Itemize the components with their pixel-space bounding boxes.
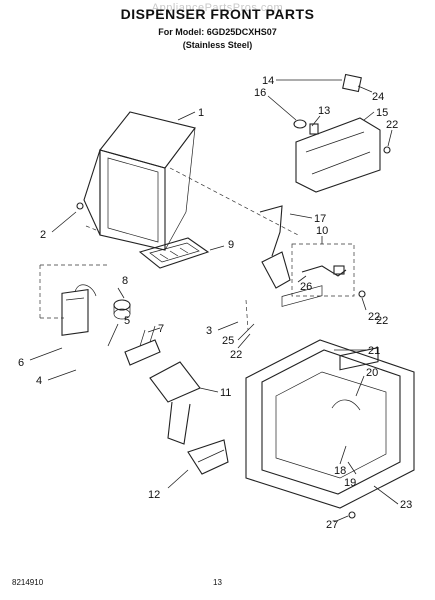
callout-16: 16 xyxy=(254,87,266,99)
callout-17: 17 xyxy=(314,213,326,225)
part-cylinder xyxy=(113,299,131,320)
callout-22-b: 22 xyxy=(376,315,388,327)
part-front-panel xyxy=(245,285,415,509)
watermark: AppliancePartsPros.com xyxy=(151,2,284,14)
document-number: 8214910 xyxy=(12,578,44,587)
callout-1: 1 xyxy=(198,107,204,119)
callout-2: 2 xyxy=(40,229,46,241)
callout-6: 6 xyxy=(18,357,24,369)
callout-21: 21 xyxy=(368,345,380,357)
part-switch-bracket xyxy=(291,243,355,297)
callout-22-a: 22 xyxy=(386,119,398,131)
model-line: For Model: 6GD25DCXHS07 xyxy=(158,27,277,37)
callout-12: 12 xyxy=(148,489,160,501)
part-dispenser-housing xyxy=(83,111,196,251)
callout-15: 15 xyxy=(376,107,388,119)
callout-13: 13 xyxy=(318,105,330,117)
callout-14: 14 xyxy=(262,75,274,87)
callout-25: 25 xyxy=(222,335,234,347)
callout-27: 27 xyxy=(326,519,338,531)
callout-4: 4 xyxy=(36,375,42,387)
callout-10: 10 xyxy=(316,225,328,237)
page-number: 13 xyxy=(213,578,222,587)
callout-3: 3 xyxy=(206,325,212,337)
callout-20: 20 xyxy=(366,367,378,379)
page-title: DISPENSER FRONT PARTS xyxy=(120,6,315,22)
callout-22-d: 22 xyxy=(368,311,380,323)
part-upper-bracket xyxy=(295,117,381,193)
part-actuator-module xyxy=(61,284,97,336)
callout-7: 7 xyxy=(158,323,164,335)
callout-8: 8 xyxy=(122,275,128,287)
part-ice-paddle xyxy=(149,361,229,475)
part-small-fasteners xyxy=(293,119,319,135)
callout-19: 19 xyxy=(344,477,356,489)
finish-line: (Stainless Steel) xyxy=(182,40,253,50)
part-clip xyxy=(342,73,362,93)
callout-26: 26 xyxy=(300,281,312,293)
callout-11: 11 xyxy=(220,387,231,399)
callout-9: 9 xyxy=(228,239,234,251)
callout-22-c: 22 xyxy=(230,349,242,361)
part-lever-bracket xyxy=(124,325,161,366)
part-water-paddle xyxy=(259,205,291,289)
callout-5: 5 xyxy=(124,315,130,327)
part-control-board xyxy=(331,346,379,411)
callout-23: 23 xyxy=(400,499,412,511)
callout-18: 18 xyxy=(334,465,346,477)
callout-24: 24 xyxy=(372,91,384,103)
part-drip-tray xyxy=(138,237,210,269)
